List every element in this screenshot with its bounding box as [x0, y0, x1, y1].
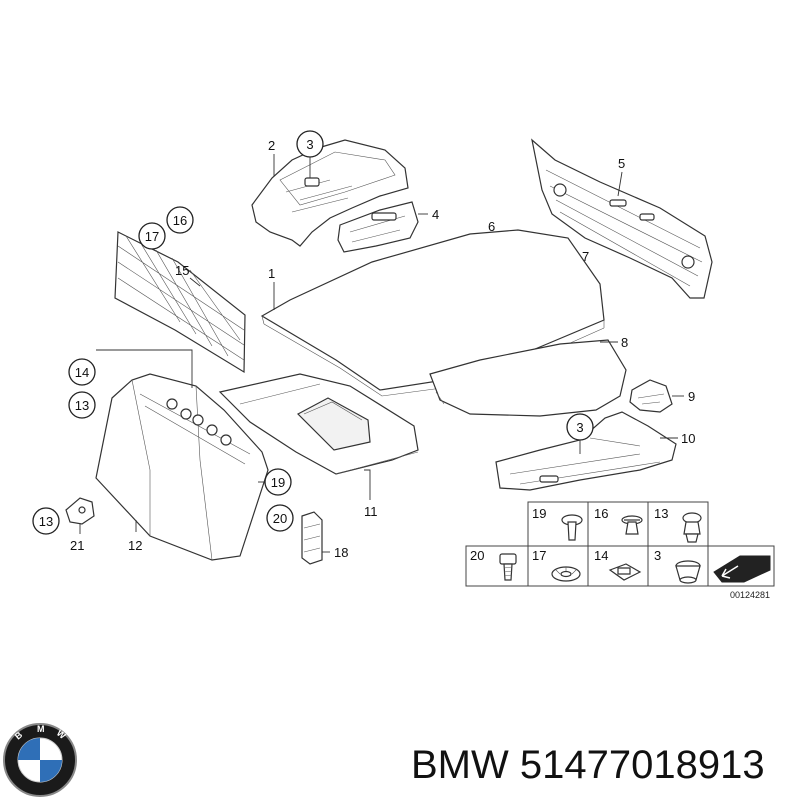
fastener-20-screw — [499, 553, 517, 581]
part-15-luggage-net — [114, 231, 246, 374]
part-11-floor-cover — [218, 373, 419, 475]
logo-letter-b: B — [13, 729, 25, 741]
fastener-table: 19 16 13 20 17 14 3 — [465, 501, 775, 587]
callout-8: 8 — [621, 335, 628, 350]
callout-11: 11 — [364, 504, 378, 519]
table-cell-13: 13 — [654, 506, 668, 521]
callout-9: 9 — [688, 389, 695, 404]
table-cell-14: 14 — [594, 548, 608, 563]
part-4-bracket — [337, 201, 419, 253]
callout-17: 17 — [145, 229, 159, 244]
table-cell-20: 20 — [470, 548, 484, 563]
callout-circle-13b — [32, 507, 60, 535]
table-cell-19: 19 — [532, 506, 546, 521]
callout-7: 7 — [582, 249, 589, 264]
callout-16: 16 — [173, 213, 187, 228]
bmw-logo: B M W — [3, 723, 77, 797]
part-10-side-trim — [495, 411, 677, 491]
part-9-trim-clip — [629, 379, 673, 413]
fastener-3-grommet — [675, 560, 701, 584]
callout-2: 2 — [268, 138, 275, 153]
callout-14: 14 — [75, 365, 89, 380]
callout-13: 13 — [75, 398, 89, 413]
fastener-14-speed-nut — [608, 563, 642, 581]
part-12-seat-back — [95, 373, 269, 561]
callout-15: 15 — [175, 263, 189, 278]
callout-circle-20 — [266, 504, 294, 532]
callout-10: 10 — [681, 431, 695, 446]
part-5-rear-panel — [531, 138, 713, 299]
callout-5: 5 — [618, 156, 625, 171]
callout-18: 18 — [334, 545, 348, 560]
table-cell-17: 17 — [532, 548, 546, 563]
callout-20: 20 — [273, 511, 287, 526]
direction-arrow-icon — [713, 555, 771, 583]
diagram-code: 00124281 — [730, 590, 770, 600]
callout-3b: 3 — [576, 420, 583, 435]
table-cell-3: 3 — [654, 548, 661, 563]
fastener-16-rivet — [621, 515, 643, 535]
fastener-19-push-pin — [561, 514, 583, 541]
table-cell-16: 16 — [594, 506, 608, 521]
callout-19: 19 — [271, 475, 285, 490]
callout-circle-13 — [68, 391, 96, 419]
callout-circle-17 — [138, 222, 166, 250]
part-21-bracket — [65, 497, 95, 525]
part-2-bracket — [251, 139, 409, 247]
callout-4: 4 — [432, 207, 439, 222]
callout-3: 3 — [306, 137, 313, 152]
callout-12: 12 — [128, 538, 142, 553]
callout-6: 6 — [488, 219, 495, 234]
callout-21: 21 — [70, 538, 84, 553]
part-8-mat — [429, 339, 627, 417]
fastener-13-clip — [682, 512, 702, 543]
part-number-caption: BMW 51477018913 — [411, 743, 765, 787]
part-1-floor-board — [260, 229, 605, 397]
callout-13b: 13 — [39, 514, 53, 529]
part-18-clip-strip — [301, 511, 323, 565]
fastener-17-star-washer — [551, 566, 581, 582]
logo-letter-m: M — [37, 724, 45, 734]
callout-circle-16 — [166, 206, 194, 234]
callout-circle-14 — [68, 358, 96, 386]
callout-1: 1 — [268, 266, 275, 281]
